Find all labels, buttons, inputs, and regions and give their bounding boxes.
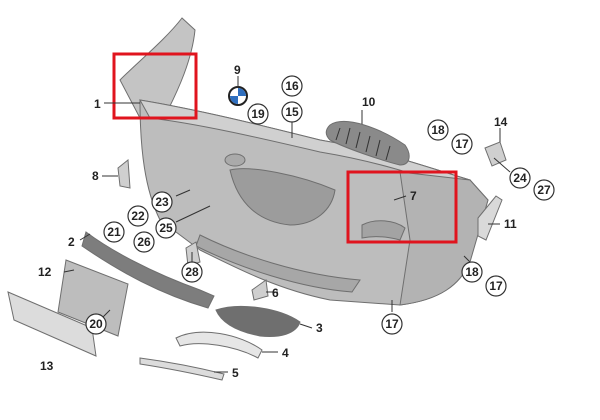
lower-grille-2 bbox=[81, 231, 215, 309]
bracket-8 bbox=[117, 159, 131, 189]
callout-13: 13 bbox=[40, 359, 54, 373]
callout-4: 4 bbox=[282, 346, 289, 360]
callout-circle-19: 19 bbox=[247, 103, 269, 125]
svg-text:21: 21 bbox=[107, 225, 121, 239]
bracket-6 bbox=[251, 279, 269, 301]
svg-text:23: 23 bbox=[155, 195, 169, 209]
callout-8: 8 bbox=[92, 169, 99, 183]
svg-text:26: 26 bbox=[137, 235, 151, 249]
callout-14: 14 bbox=[494, 115, 508, 129]
highlight-box-callout-7 bbox=[346, 170, 458, 244]
svg-text:22: 22 bbox=[131, 209, 145, 223]
callout-circle-17-bottom: 17 bbox=[381, 313, 403, 335]
kidney-grille-icon bbox=[325, 121, 410, 166]
svg-text:18: 18 bbox=[431, 123, 445, 137]
svg-text:18: 18 bbox=[465, 265, 479, 279]
callout-circle-20: 20 bbox=[85, 313, 107, 335]
callout-9: 9 bbox=[234, 63, 241, 77]
callout-circle-27: 27 bbox=[533, 179, 555, 201]
callout-circle-16: 16 bbox=[281, 75, 303, 97]
callout-5: 5 bbox=[232, 366, 239, 380]
callout-12: 12 bbox=[38, 265, 52, 279]
svg-text:27: 27 bbox=[537, 183, 551, 197]
callout-circle-24: 24 bbox=[509, 167, 531, 189]
bumper-cover bbox=[119, 17, 489, 306]
svg-text:19: 19 bbox=[251, 107, 265, 121]
callout-10: 10 bbox=[362, 95, 376, 109]
grille-insert-3 bbox=[215, 305, 301, 337]
callout-circle-23: 23 bbox=[151, 191, 173, 213]
plate-bracket-12 bbox=[57, 259, 129, 337]
callout-circle-18-bottom: 18 bbox=[461, 261, 483, 283]
callout-circle-26: 26 bbox=[133, 231, 155, 253]
svg-text:20: 20 bbox=[89, 317, 103, 331]
callout-circle-28: 28 bbox=[181, 261, 203, 283]
highlight-box-callout-1 bbox=[112, 52, 198, 120]
callout-6: 6 bbox=[272, 286, 279, 300]
callout-circle-17-top: 17 bbox=[451, 133, 473, 155]
svg-text:17: 17 bbox=[385, 317, 399, 331]
callout-1: 1 bbox=[94, 97, 101, 111]
trim-ring-4 bbox=[175, 331, 263, 359]
callout-7: 7 bbox=[410, 189, 417, 203]
svg-text:17: 17 bbox=[455, 137, 469, 151]
bracket-14 bbox=[484, 141, 507, 167]
bmw-emblem-icon bbox=[228, 86, 248, 106]
lower-strip-5 bbox=[139, 357, 225, 381]
svg-text:16: 16 bbox=[285, 79, 299, 93]
svg-text:24: 24 bbox=[513, 171, 527, 185]
callout-circle-22: 22 bbox=[127, 205, 149, 227]
svg-text:17: 17 bbox=[489, 279, 503, 293]
callout-circle-15: 15 bbox=[281, 101, 303, 123]
lower-cover-13 bbox=[7, 291, 97, 357]
svg-text:28: 28 bbox=[185, 265, 199, 279]
callout-2: 2 bbox=[68, 235, 75, 249]
svg-text:15: 15 bbox=[285, 105, 299, 119]
callout-circle-18-top: 18 bbox=[427, 119, 449, 141]
callout-circle-25: 25 bbox=[155, 217, 177, 239]
callout-3: 3 bbox=[316, 321, 323, 335]
callout-11: 11 bbox=[504, 217, 517, 231]
svg-text:25: 25 bbox=[159, 221, 173, 235]
bracket-28 bbox=[185, 241, 201, 267]
callout-circle-21: 21 bbox=[103, 221, 125, 243]
trim-11 bbox=[477, 195, 503, 241]
callout-circle-17-right: 17 bbox=[485, 275, 507, 297]
